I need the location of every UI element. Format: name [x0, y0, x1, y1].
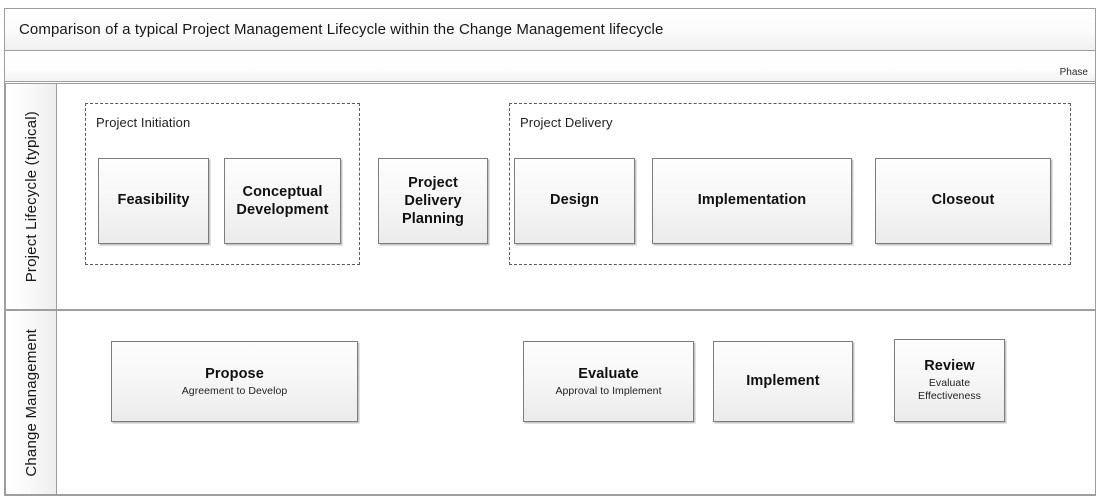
process-box-project-delivery-planning-title: Project Delivery Planning [401, 174, 465, 228]
row-label-project-lifecycle: Project Lifecycle (typical) [5, 83, 57, 310]
process-box-propose-title: Propose [205, 365, 264, 382]
process-box-implementation-title: Implementation [697, 192, 807, 209]
group-project-initiation-label: Project Initiation [96, 115, 191, 130]
process-box-feasibility-title: Feasibility [117, 192, 190, 209]
process-box-design[interactable]: Design [514, 158, 635, 244]
row-label-project-lifecycle-text: Project Lifecycle (typical) [22, 110, 40, 283]
process-box-project-delivery-planning[interactable]: Project Delivery Planning [378, 158, 488, 244]
row-pane-project-lifecycle: Project Initiation Project Delivery Feas… [57, 83, 1096, 310]
group-project-initiation: Project Initiation [85, 103, 360, 265]
title-bar: Comparison of a typical Project Manageme… [4, 8, 1096, 51]
process-box-implementation[interactable]: Implementation [652, 158, 852, 244]
page-title: Comparison of a typical Project Manageme… [19, 21, 664, 38]
process-box-conceptual-development-title: Conceptual Development [236, 183, 329, 218]
process-box-implement-title: Implement [746, 372, 820, 389]
row-pane-change-management: Propose Agreement to Develop Evaluate Ap… [57, 310, 1096, 495]
row-label-change-management: Change Management [5, 310, 57, 495]
process-box-implement[interactable]: Implement [713, 341, 853, 422]
process-box-feasibility[interactable]: Feasibility [98, 158, 209, 244]
process-box-evaluate[interactable]: Evaluate Approval to Implement [523, 341, 694, 422]
process-box-design-title: Design [550, 192, 599, 209]
process-box-evaluate-subtitle: Approval to Implement [555, 384, 662, 397]
process-box-review-title: Review [924, 358, 975, 375]
process-box-evaluate-title: Evaluate [578, 365, 639, 382]
process-box-propose-subtitle: Agreement to Develop [181, 384, 288, 397]
process-box-propose[interactable]: Propose Agreement to Develop [111, 341, 358, 422]
group-project-delivery: Project Delivery [509, 103, 1071, 265]
phase-bar: Phase [4, 51, 1096, 82]
process-box-closeout[interactable]: Closeout [875, 158, 1051, 244]
process-box-review[interactable]: Review Evaluate Effectiveness [894, 339, 1005, 422]
group-project-delivery-label: Project Delivery [520, 115, 613, 130]
process-box-review-subtitle: Evaluate Effectiveness [918, 377, 981, 403]
process-box-closeout-title: Closeout [931, 192, 995, 209]
row-label-change-management-text: Change Management [22, 328, 40, 477]
process-box-conceptual-development[interactable]: Conceptual Development [224, 158, 341, 244]
phase-label: Phase [1059, 67, 1088, 78]
